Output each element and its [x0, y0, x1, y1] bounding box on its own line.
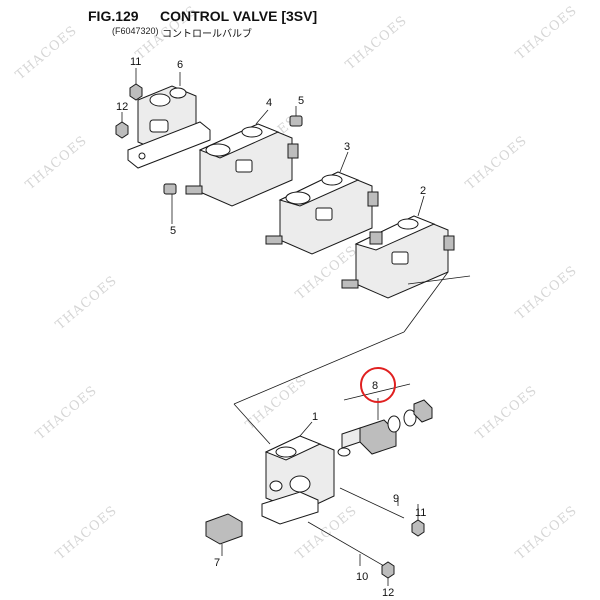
- part-10-tie-rod: [307, 521, 385, 567]
- part-8-cartridge: [337, 399, 433, 457]
- leader-2: [417, 195, 425, 217]
- callout-10: 10: [356, 571, 368, 583]
- callout-12-top: 12: [116, 101, 128, 113]
- part-3-valve-section: [265, 171, 379, 255]
- part-12-nut-bottom: [381, 561, 395, 586]
- figure-number: FIG.129: [88, 8, 139, 24]
- leader-1: [299, 421, 313, 437]
- part-2-valve-section: [341, 215, 455, 299]
- callout-12-bottom: 12: [382, 587, 394, 599]
- callout-4: 4: [266, 97, 272, 109]
- callout-11-top: 11: [130, 56, 141, 68]
- callout-2: 2: [420, 185, 426, 197]
- part-5-plug-top: [289, 106, 303, 127]
- callout-8: 8: [372, 380, 378, 392]
- part-9-tie-rod: [339, 487, 405, 519]
- part-1-main-housing: [261, 435, 335, 525]
- part-12-bolt-top: [115, 112, 129, 139]
- part-11-nut-top: [129, 68, 143, 101]
- part-7-fitting: [205, 513, 243, 556]
- callout-9: 9: [393, 493, 399, 505]
- callout-7: 7: [214, 557, 220, 569]
- japanese-title: コントロールバルブ: [162, 29, 252, 40]
- leader-3: [339, 151, 349, 173]
- part-5-plug-left: [163, 183, 177, 224]
- figure-title: CONTROL VALVE [3SV]: [160, 8, 318, 24]
- callout-6: 6: [177, 59, 183, 71]
- part-6-end-plate: [127, 85, 211, 169]
- callout-11-bottom: 11: [415, 507, 426, 519]
- part-4-valve-section: [185, 123, 299, 207]
- assembly-guide-lines: [233, 271, 471, 445]
- callout-3: 3: [344, 141, 350, 153]
- leader-4: [255, 109, 269, 125]
- callout-1: 1: [312, 411, 318, 423]
- part-code: (F6047320): [112, 26, 159, 36]
- part-11-nut-bottom: [411, 504, 425, 537]
- callout-5-top: 5: [298, 95, 304, 107]
- callout-5-left: 5: [170, 225, 176, 237]
- highlight-circle: [360, 367, 396, 403]
